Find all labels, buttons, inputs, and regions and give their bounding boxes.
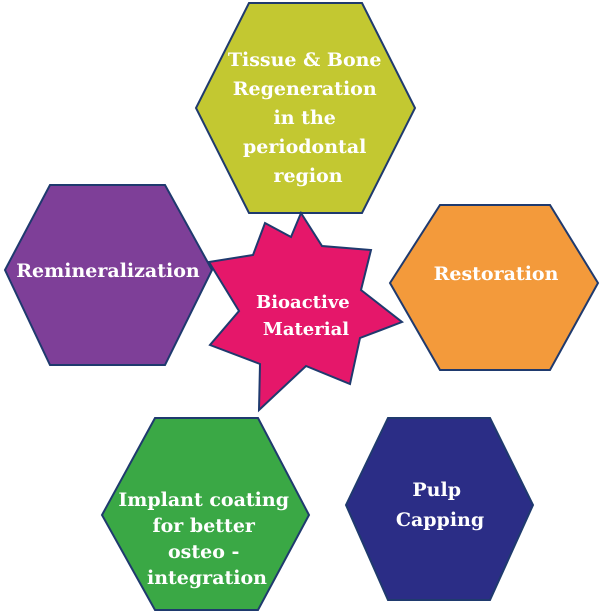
- center-label: Bioactive Material: [256, 292, 356, 340]
- node-pulp-line-1: Pulp: [412, 479, 461, 501]
- node-remineralization: Remineralization: [3, 184, 214, 366]
- node-tissue-line-4: periodontal: [243, 136, 366, 158]
- center-bioactive-material: Bioactive Material: [207, 210, 405, 413]
- center-line-2: Material: [263, 319, 349, 340]
- node-implant-line-2: for better: [152, 515, 255, 537]
- node-restoration-line-1: Restoration: [434, 263, 559, 285]
- node-restoration: Restoration: [388, 204, 600, 371]
- node-restoration-label: Restoration: [434, 263, 559, 285]
- hexagon-remineralization: [3, 184, 214, 366]
- hexagon-pulp: [344, 417, 535, 601]
- node-tissue-line-5: region: [273, 165, 342, 187]
- node-remineralization-line-1: Remineralization: [16, 260, 200, 282]
- node-tissue-line-1: Tissue & Bone: [228, 49, 382, 71]
- center-line-1: Bioactive: [256, 292, 350, 313]
- node-remineralization-label: Remineralization: [16, 260, 200, 282]
- node-implant-line-1: Implant coating: [118, 489, 289, 511]
- node-implant-coating: Implant coating for better osteo - integ…: [100, 417, 311, 611]
- node-pulp-label: Pulp Capping: [396, 479, 484, 531]
- node-pulp-line-2: Capping: [396, 509, 484, 531]
- node-tissue-label: Tissue & Bone Regeneration in the period…: [228, 49, 388, 187]
- hexagon-implant: [100, 417, 311, 611]
- hexagon-tissue: [194, 2, 417, 214]
- node-tissue-line-2: Regeneration: [233, 78, 377, 100]
- hexagon-restoration: [388, 204, 600, 371]
- node-pulp-capping: Pulp Capping: [344, 417, 535, 601]
- star-center: [207, 210, 405, 413]
- node-tissue-bone-regeneration: Tissue & Bone Regeneration in the period…: [194, 2, 417, 214]
- node-tissue-line-3: in the: [274, 107, 336, 129]
- node-implant-line-3: osteo -: [168, 541, 239, 563]
- node-implant-line-4: integration: [147, 567, 267, 589]
- node-implant-label: Implant coating for better osteo - integ…: [118, 489, 295, 589]
